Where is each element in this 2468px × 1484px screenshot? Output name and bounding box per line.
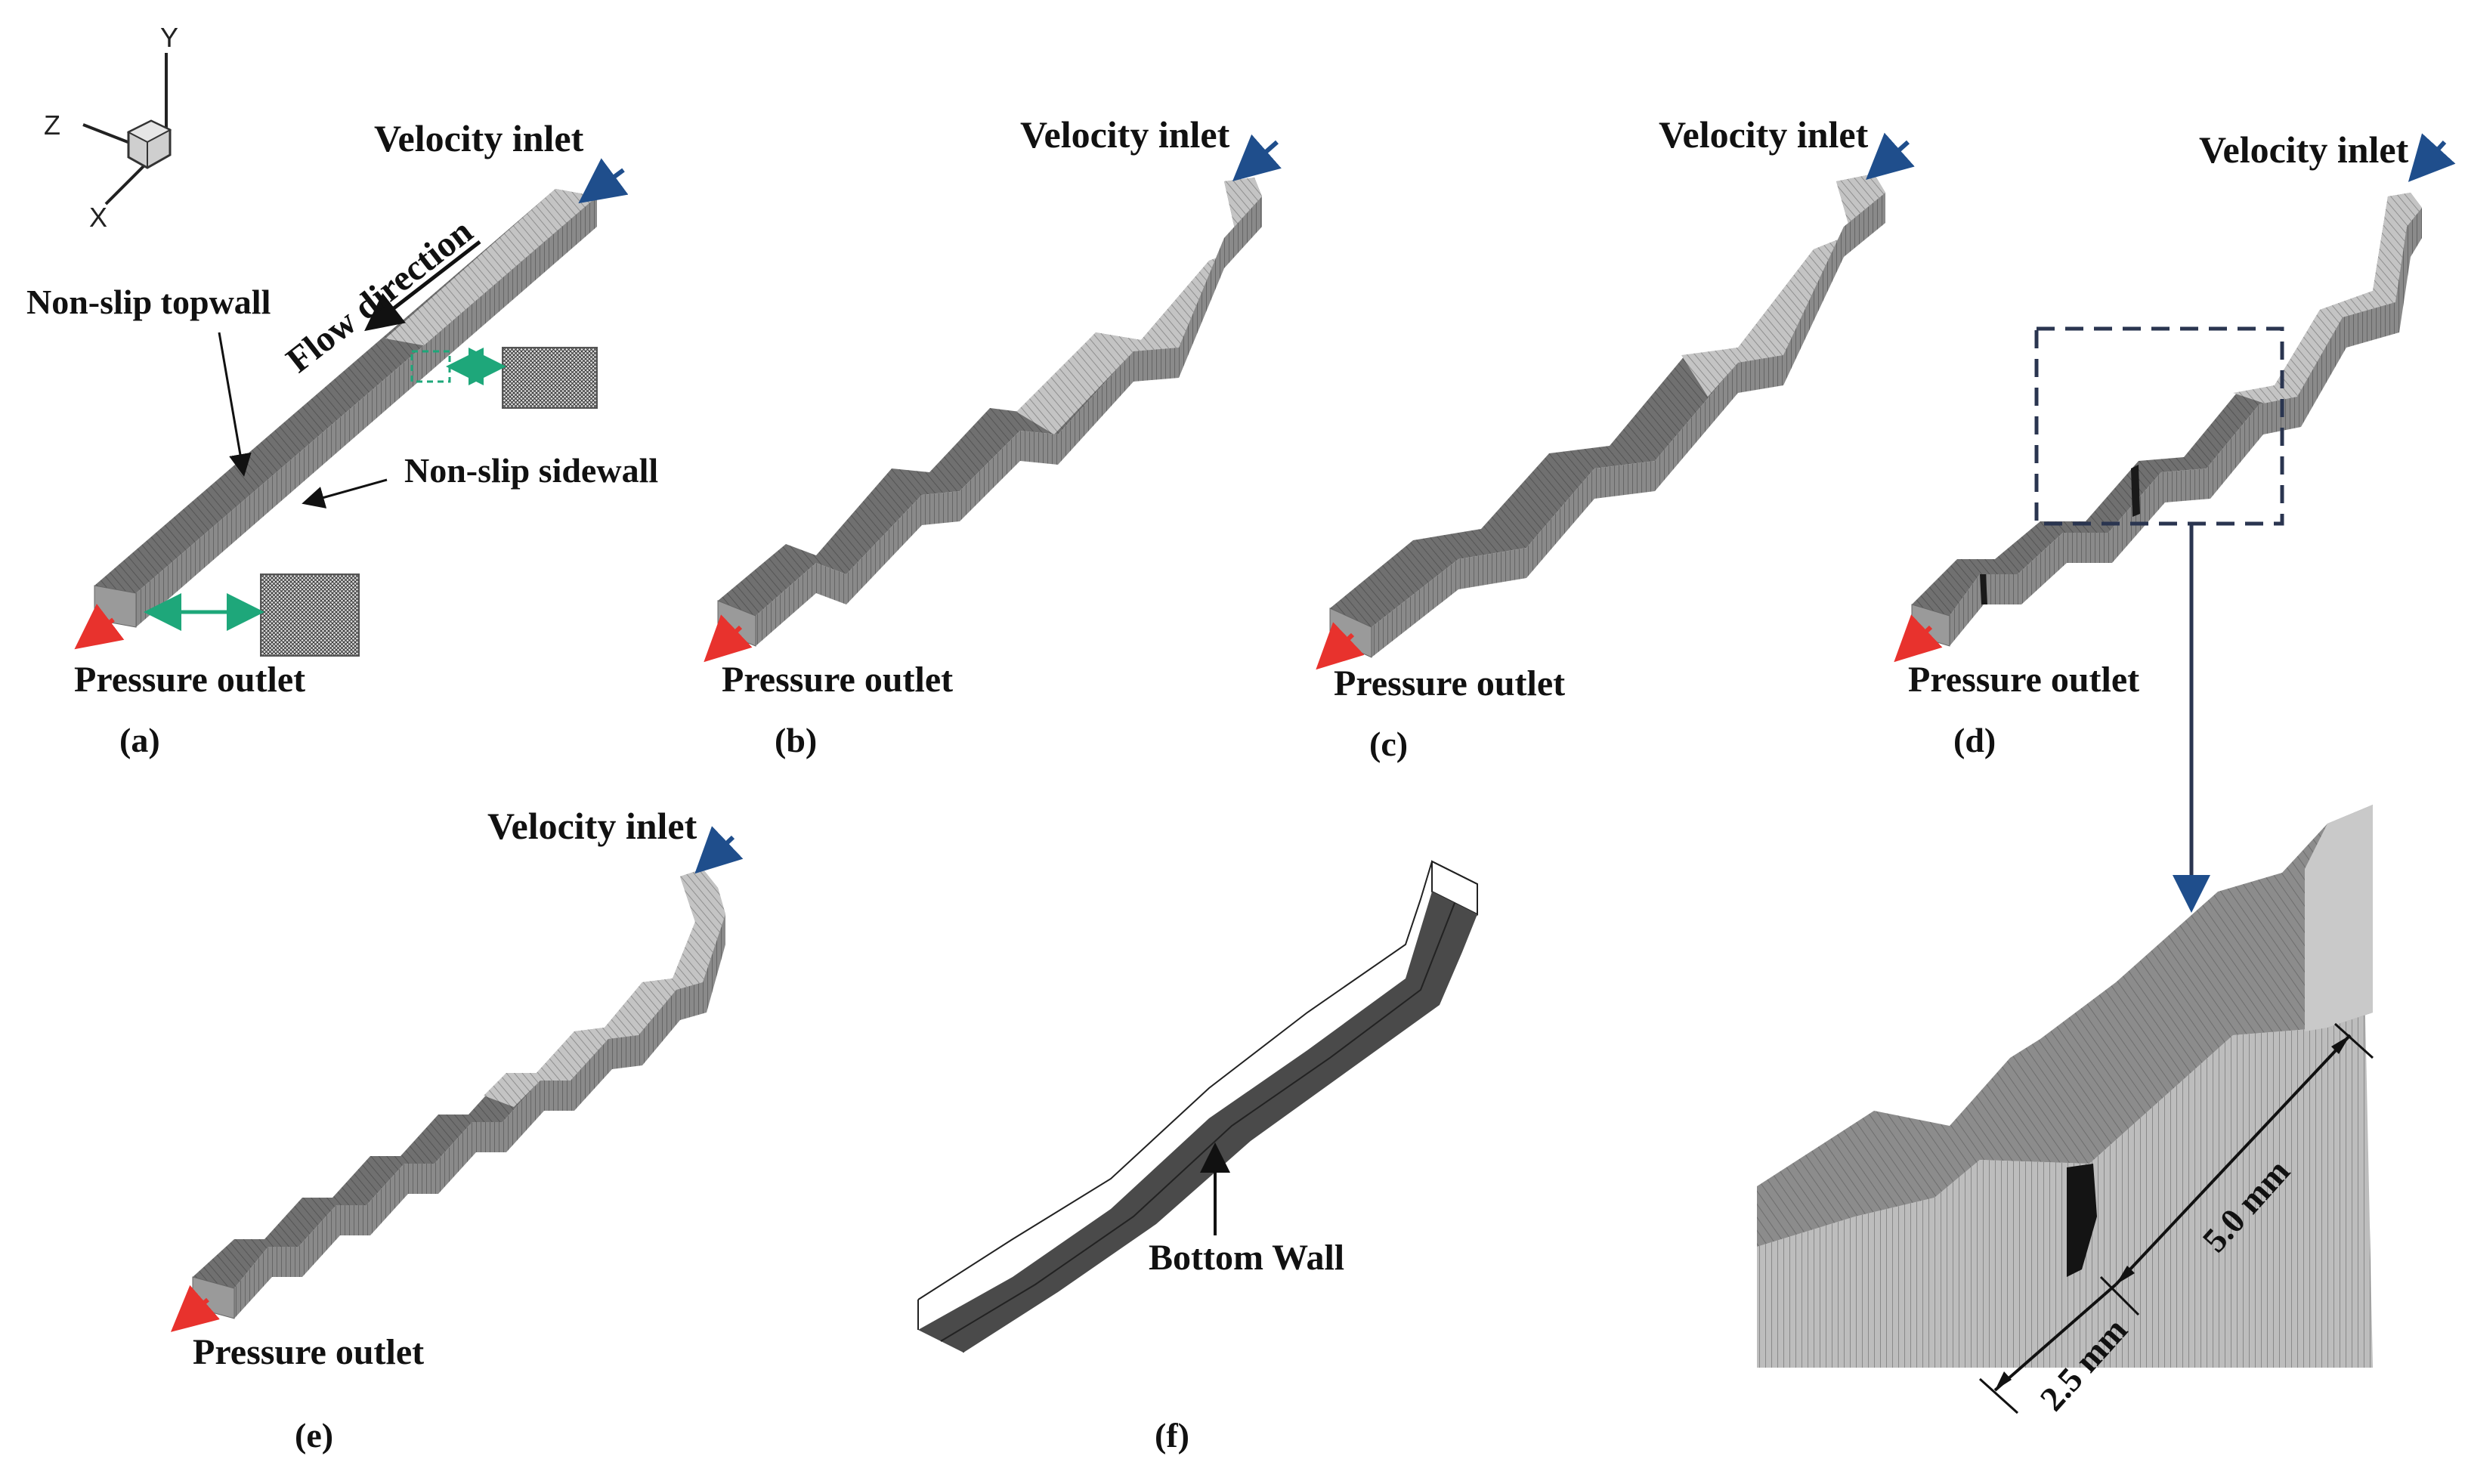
- channel-c-top-light: [1681, 174, 1885, 397]
- panel-c: Velocity inlet Pressure outlet (c): [1316, 113, 1915, 763]
- velocity-inlet-label-c: Velocity inlet: [1659, 113, 1869, 156]
- velocity-inlet-label-b: Velocity inlet: [1020, 113, 1230, 156]
- bottom-wall-label: Bottom Wall: [1149, 1238, 1344, 1278]
- channel-c-side: [1372, 193, 1885, 657]
- pressure-outlet-label-d: Pressure outlet: [1908, 660, 2139, 700]
- zoom-detail: 5.0 mm 2.5 mm: [1757, 805, 2374, 1418]
- channel-e-top: [193, 869, 725, 1288]
- channel-b-top-light: [1016, 178, 1262, 434]
- dim-ext-long-b: [2333, 1022, 2374, 1059]
- panel-d: Velocity inlet Pressure outlet (d): [1894, 128, 2456, 913]
- dim-line-short: [1993, 1283, 2117, 1392]
- channel-b-top: [718, 178, 1262, 616]
- outlet-arrow-d: [1894, 614, 1943, 663]
- topwall-leader: [218, 332, 252, 477]
- channel-d-top: [1912, 193, 2422, 616]
- channel-a-side: [136, 196, 597, 627]
- panel-a-label: (a): [119, 721, 160, 759]
- panel-e: Velocity inlet Pressure outlet (e): [170, 805, 744, 1455]
- channel-d-side: [1950, 208, 2422, 646]
- axis-x-label: X: [89, 202, 107, 233]
- pressure-outlet-label-c: Pressure outlet: [1334, 663, 1565, 703]
- panel-f-label: (f): [1155, 1416, 1189, 1455]
- pressure-outlet-label-e: Pressure outlet: [193, 1332, 424, 1372]
- sidewall-leader: [302, 478, 388, 509]
- zoom-region-box: [2034, 326, 2284, 526]
- outlet-arrow-a: [74, 604, 125, 650]
- dim-arrowhead-long-start: [2116, 1266, 2135, 1285]
- bottom-wall-surface: [918, 892, 1477, 1353]
- inlet-arrow-e: [694, 826, 744, 874]
- inlet-arrow-a: [578, 158, 629, 204]
- topwall-label: Non-slip topwall: [26, 283, 271, 321]
- inlet-arrow-d: [2408, 133, 2456, 182]
- zoom-side-face: [1757, 1013, 2373, 1368]
- panel-c-label: (c): [1369, 725, 1408, 763]
- dim-ext-short: [1978, 1377, 2019, 1414]
- axis-z-label: Z: [44, 110, 60, 141]
- channel-e-side: [234, 914, 725, 1319]
- outlet-arrow-b: [704, 614, 753, 663]
- channel-f-wireframe: [917, 860, 1478, 1353]
- velocity-inlet-label-a: Velocity inlet: [374, 117, 584, 159]
- sidewall-label: Non-slip sidewall: [404, 451, 658, 490]
- dim-arrowhead-short-start: [1995, 1371, 2012, 1390]
- pressure-outlet-label-a: Pressure outlet: [74, 660, 305, 700]
- panel-e-label: (e): [295, 1416, 333, 1455]
- channel-c-top: [1330, 174, 1885, 627]
- panel-a: Velocity inlet Pressure outlet Flow dire…: [26, 117, 658, 759]
- panel-f: Bottom Wall (f): [917, 860, 1478, 1455]
- mesh-inset-outlet: [260, 574, 360, 657]
- dim-arrowhead-long-end: [2331, 1035, 2350, 1054]
- panel-d-label: (d): [1953, 721, 1996, 759]
- zoom-top-face: [1757, 805, 2373, 1247]
- outlet-arrow-e: [170, 1285, 220, 1332]
- axis-y-label: Y: [160, 22, 178, 53]
- zoom-light-strip: [2305, 805, 2373, 1031]
- channel-d-top-light: [2233, 193, 2422, 404]
- bottom-wall-centerline: [940, 902, 1455, 1342]
- outlet-arrow-c: [1316, 622, 1365, 670]
- channel-b-side: [756, 196, 1262, 646]
- axis-triad: Y Z X: [44, 22, 178, 233]
- dim-line-long: [2114, 1034, 2352, 1286]
- pressure-outlet-label-b: Pressure outlet: [722, 660, 953, 700]
- flow-direction-arrow: [364, 240, 481, 332]
- channel-a-top-light: [385, 189, 597, 346]
- channel-d-step-2: [2131, 465, 2140, 517]
- panel-b-label: (b): [775, 721, 817, 759]
- channel-e-top-light: [484, 869, 725, 1107]
- channel-d-step-1: [1980, 574, 1987, 604]
- zoom-step-dark: [2067, 1164, 2097, 1277]
- mesh-inset-top: [502, 347, 598, 409]
- velocity-inlet-label-e: Velocity inlet: [487, 805, 697, 847]
- panel-b: Velocity inlet Pressure outlet (b): [704, 113, 1282, 759]
- channel-a-outlet-face: [94, 585, 137, 628]
- velocity-inlet-label-d: Velocity inlet: [2199, 128, 2409, 171]
- inlet-arrow-c: [1866, 132, 1915, 180]
- dim-ext-long-a: [2099, 1275, 2140, 1316]
- inlet-arrow-b: [1232, 134, 1282, 181]
